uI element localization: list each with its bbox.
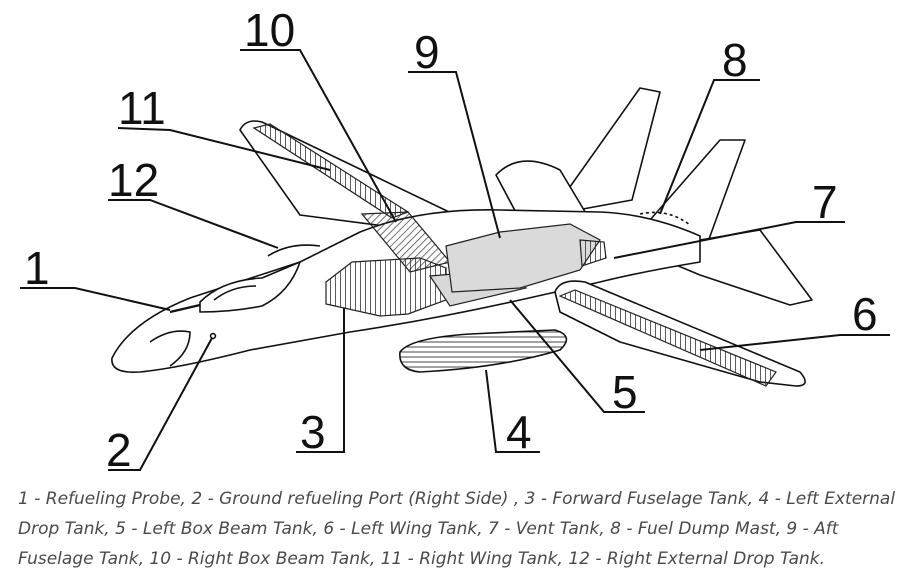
leader-line-10 xyxy=(240,49,397,223)
aircraft-fuel-system-diagram: 1 2 3 4 5 6 7 8 9 10 11 12 xyxy=(20,4,890,476)
leader-line-12 xyxy=(108,199,279,249)
leader-line-3 xyxy=(296,308,345,453)
callout-6: 6 xyxy=(852,288,878,340)
callout-4: 4 xyxy=(506,406,532,458)
leader-lines xyxy=(20,49,890,471)
leader-line-4 xyxy=(485,369,540,453)
callout-10: 10 xyxy=(244,4,295,56)
figure-caption: 1 - Refueling Probe, 2 - Ground refuelin… xyxy=(18,489,896,569)
leader-line-6 xyxy=(699,334,890,351)
callout-12: 12 xyxy=(108,154,159,206)
callout-1: 1 xyxy=(24,242,50,294)
vent-tank xyxy=(579,239,607,267)
callout-11: 11 xyxy=(118,82,166,134)
callout-5: 5 xyxy=(612,366,638,418)
leader-line-7 xyxy=(613,221,845,259)
callout-7: 7 xyxy=(812,176,838,228)
callout-3: 3 xyxy=(300,406,326,458)
leader-line-5 xyxy=(509,299,645,413)
leader-line-1 xyxy=(20,287,171,311)
leader-line-11 xyxy=(117,127,331,171)
left-wing-tank xyxy=(558,289,777,387)
callout-numbers: 1 2 3 4 5 6 7 8 9 10 11 12 xyxy=(24,4,878,476)
leader-line-2 xyxy=(108,337,213,471)
fuel-tanks xyxy=(252,123,777,387)
leader-line-8 xyxy=(659,79,760,215)
callout-2: 2 xyxy=(106,424,132,476)
aircraft-outline xyxy=(111,87,813,387)
callout-8: 8 xyxy=(722,34,748,86)
callout-9: 9 xyxy=(414,26,440,78)
leader-line-9 xyxy=(408,71,501,239)
